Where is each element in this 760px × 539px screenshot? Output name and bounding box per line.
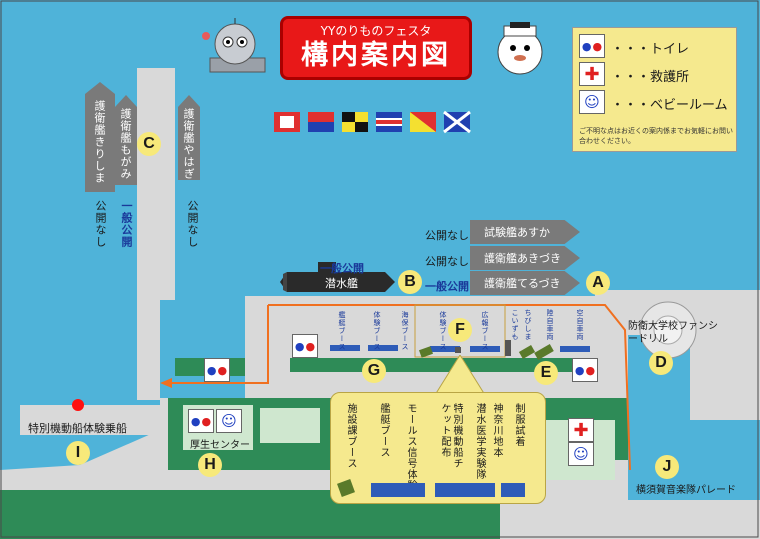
page-title: 構内案内図: [301, 40, 451, 71]
boat-pier: [20, 405, 170, 435]
ship-mogami[interactable]: 護衛艦もがみ: [119, 108, 132, 180]
booth-label: 体験ブース: [439, 311, 447, 351]
booth-label: 空自車両: [576, 309, 584, 341]
marker-g[interactable]: G: [362, 359, 386, 383]
booth-label: 海保ブース: [401, 311, 409, 351]
popup-item: 施設課ブース: [345, 403, 356, 469]
ship-kirishima[interactable]: 護衛艦きりしま: [93, 100, 106, 184]
toilet-icon: ●●: [579, 34, 605, 58]
booth-label: 艦艇ブース: [338, 311, 346, 351]
marker-f[interactable]: F: [448, 318, 472, 342]
sailor-mascot-icon: [497, 22, 543, 75]
ship-kirishima-shape: [85, 82, 115, 192]
toilet-icon[interactable]: ●●: [292, 334, 318, 358]
band-parade-label: 横須賀音楽隊パレード: [636, 485, 736, 496]
marker-j[interactable]: J: [655, 455, 679, 479]
boat-location-dot: [72, 399, 84, 411]
submarine-hull: [280, 272, 395, 292]
first-aid-icon: ✚: [579, 62, 605, 86]
baby-room-icon[interactable]: ☺: [568, 442, 594, 466]
map-title-box: YYのりものフェスタ 構内案内図: [280, 16, 472, 80]
ship-submarine[interactable]: 潜水艦: [325, 277, 358, 290]
marker-c[interactable]: C: [137, 132, 161, 156]
academy-drill-label: 防衛大学校ファンシードリル: [628, 321, 718, 345]
booth-label: こいずも: [511, 309, 519, 341]
status-yahagi: 公開なし: [186, 200, 199, 248]
robot-mascot-icon: [202, 18, 266, 73]
ship-mogami-shape: [115, 95, 137, 185]
ship-yahagi[interactable]: 護衛艦やはぎ: [182, 108, 195, 180]
booth-label: 広報ブース: [481, 311, 489, 351]
legend-first-aid: ・・・救護所: [611, 70, 690, 85]
east-land: [595, 290, 760, 420]
marker-i[interactable]: I: [66, 441, 90, 465]
marker-e[interactable]: E: [534, 361, 558, 385]
marker-a[interactable]: A: [586, 271, 610, 295]
booth-label: ちびしま: [524, 309, 532, 341]
route-west: [165, 305, 269, 384]
popup-item: 艦艇ブース: [378, 403, 389, 458]
first-aid-icon[interactable]: ✚: [568, 418, 594, 442]
south-road: [500, 500, 760, 539]
status-asuka: 公開なし: [425, 229, 469, 242]
toilet-icon[interactable]: ●●: [572, 358, 598, 382]
marker-d[interactable]: D: [649, 351, 673, 375]
central-pier: [137, 68, 175, 400]
legend-toilet: ・・・トイレ: [611, 42, 690, 57]
popup-item: 潜水医学実験隊: [474, 403, 485, 480]
legend-baby-room: ・・・ベビールーム: [611, 98, 728, 113]
booth-label: 体験ブース: [373, 311, 381, 351]
signal-flags: [274, 110, 471, 134]
f-area-detail-popup: 施設課ブース 艦艇ブース モールス信号体験 特別機動船チケット配布 潜水医学実験…: [330, 392, 546, 504]
ship-teruzuki[interactable]: 護衛艦てるづき: [470, 271, 580, 295]
legend-note: ご不明な点はお近くの案内係までお気軽にお問い合わせください。: [579, 127, 733, 145]
popup-item: モールス信号体験: [405, 403, 416, 491]
status-submarine: 一般公開: [320, 262, 364, 275]
toilet-icon[interactable]: ●●: [188, 409, 214, 433]
toilet-icon[interactable]: ●●: [204, 358, 230, 382]
popup-item: 制服試着: [513, 403, 524, 447]
popup-item: 特別機動船チケット配布: [439, 403, 462, 469]
ship-asuka[interactable]: 試験艦あすか: [470, 220, 580, 244]
status-kirishima: 公開なし: [94, 200, 107, 248]
legend-box: ●● ・・・トイレ ✚ ・・・救護所 ☺ ・・・ベビールーム ご不明な点はお近く…: [572, 27, 737, 152]
marker-b[interactable]: B: [398, 270, 422, 294]
status-mogami: 一般公開: [120, 200, 133, 248]
baby-room-icon[interactable]: ☺: [216, 409, 242, 433]
popup-pointer: [434, 355, 486, 395]
baby-room-icon: ☺: [579, 90, 605, 114]
status-akizuki: 公開なし: [425, 255, 469, 268]
event-name: YYのりものフェスタ: [320, 24, 432, 38]
ship-akizuki[interactable]: 護衛艦あきづき: [470, 246, 580, 270]
welfare-center-label: 厚生センター: [190, 440, 250, 451]
booth-label: 陸自車両: [546, 309, 554, 341]
popup-item: 神奈川地本: [491, 403, 502, 458]
status-teruzuki: 一般公開: [425, 280, 469, 293]
route-arrow: [160, 378, 172, 388]
boat-pier-label: 特別機動船体験乗船: [28, 422, 127, 435]
marker-h[interactable]: H: [198, 453, 222, 477]
ship-yahagi-shape: [178, 95, 200, 180]
